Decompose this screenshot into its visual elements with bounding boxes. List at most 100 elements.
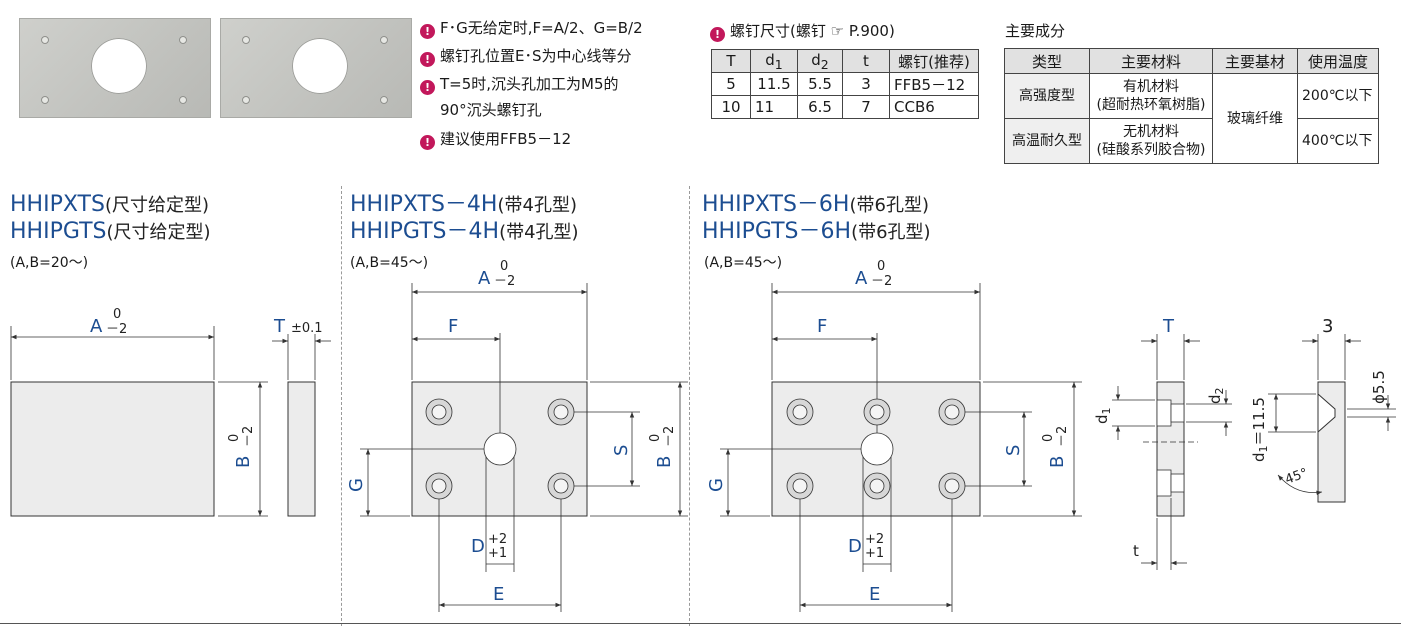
d1-eq: ＝11.5 [1250, 397, 1268, 445]
d1-sub: 1 [1257, 445, 1270, 452]
photo-screw-hole [380, 96, 388, 104]
tol-label: +1 [865, 546, 884, 561]
cell-line: (硅酸系列胶合物) [1096, 142, 1206, 158]
note-text: F･G无给定时,F=A/2、G=B/2 [440, 19, 643, 37]
table-header: 螺钉(推荐) [889, 49, 979, 73]
dim-a-label: A [90, 316, 103, 337]
table-header: 类型 [1004, 48, 1090, 74]
d2-text: d [1206, 394, 1224, 404]
title-text: HHIPGTS－6H [702, 219, 852, 244]
table-header: 使用温度 [1297, 48, 1379, 74]
note-1: ! F･G无给定时,F=A/2、G=B/2 [420, 16, 643, 40]
title-line: HHIPGTS－6H(带6孔型) [702, 219, 931, 246]
header-text: d [811, 50, 821, 69]
dim-e-label: E [493, 584, 504, 605]
table-cell: 5 [711, 72, 751, 96]
tol-label: －2 [241, 426, 256, 447]
d1-text: d [1250, 452, 1268, 462]
dim-e-label: E [869, 584, 880, 605]
note-3: !T=5时,沉头孔加工为M5的 [420, 72, 619, 96]
section-1-range: (A,B=20～) [10, 255, 89, 271]
photo-center-hole [91, 38, 147, 94]
table-cell: 高强度型 [1004, 73, 1090, 119]
note-5: !建议使用FFB5－12 [420, 127, 571, 151]
title-text: HHIPXTS [10, 192, 105, 217]
tol-label: －2 [106, 322, 127, 337]
tol-label: －2 [494, 274, 515, 289]
photo-screw-hole [380, 36, 388, 44]
table-cell: 11 [750, 95, 798, 119]
dim-a-label: A [855, 268, 868, 289]
photo-screw-hole [179, 96, 187, 104]
dim-angle-label: 45° [1283, 466, 1310, 488]
tol-label: +2 [488, 532, 507, 547]
table-cell: 玻璃纤维 [1212, 73, 1298, 164]
table-row: 高强度型 有机材料(超耐热环氧树脂) 玻璃纤维 200℃以下 [1004, 73, 1379, 164]
table-cell: 6.5 [797, 95, 843, 119]
dim-a-label: A [478, 268, 491, 289]
note-text: 螺钉孔位置E･S为中心线等分 [440, 47, 632, 65]
table-cell: 400℃以下 [1297, 118, 1379, 164]
tol-label: 0 [877, 259, 885, 274]
product-photo-1 [19, 18, 211, 118]
table-header: d1 [750, 49, 798, 73]
tol-label: －2 [662, 426, 677, 447]
materials-table: 类型 主要材料 主要基材 使用温度 高强度型 有机材料(超耐热环氧树脂) 玻璃纤… [1004, 48, 1379, 164]
table-header: t [842, 49, 890, 73]
title-sub: (带6孔型) [849, 195, 929, 216]
title-sub: (带4孔型) [499, 222, 579, 243]
tol-label: 0 [648, 434, 663, 442]
title-line: HHIPGTS(尺寸给定型) [10, 219, 211, 246]
dim-g-label: G [706, 478, 727, 492]
section-2-range: (A,B=45～) [350, 255, 429, 271]
info-icon: ! [420, 80, 435, 95]
screw-heading-text: 螺钉尺寸(螺钉 ☞ P.900) [730, 22, 895, 40]
header-sub: 1 [774, 56, 783, 72]
info-icon: ! [420, 24, 435, 39]
section-divider [689, 186, 690, 626]
materials-heading: 主要成分 [1005, 22, 1066, 40]
dim-d2-label: d2 [1206, 387, 1226, 404]
table-cell: 3 [842, 72, 890, 96]
tol-label: +2 [865, 532, 884, 547]
table-cell: 有机材料(超耐热环氧树脂) [1089, 73, 1213, 119]
photo-screw-hole [242, 96, 250, 104]
dim-f-label: F [448, 316, 458, 337]
section-3-title: HHIPXTS－6H(带6孔型) HHIPGTS－6H(带6孔型) [702, 192, 931, 246]
table-row: 5 11.5 5.5 3 FFB5－12 [711, 72, 979, 96]
tol-label: ±0.1 [291, 321, 323, 336]
section-divider [341, 186, 342, 626]
bottom-border [0, 623, 1401, 624]
cell-line: 无机材料 [1123, 124, 1179, 140]
photo-center-hole [292, 38, 348, 94]
title-sub: (尺寸给定型) [106, 222, 211, 243]
tol-label: +1 [488, 546, 507, 561]
dim-d-label: D [848, 536, 862, 557]
tol-label: －2 [1055, 426, 1070, 447]
dim-d1-label: d1 [1093, 407, 1113, 424]
info-icon: ! [420, 52, 435, 67]
header-sub: 2 [820, 56, 829, 72]
screw-heading: ! 螺钉尺寸(螺钉 ☞ P.900) [710, 20, 895, 42]
title-line: HHIPXTS(尺寸给定型) [10, 192, 211, 219]
tol-label: 0 [113, 307, 121, 322]
table-cell: CCB6 [889, 95, 979, 119]
dim-b-label: B [233, 456, 254, 468]
screw-table: T d1 d2 t 螺钉(推荐) 5 11.5 5.5 3 FFB5－12 10… [711, 49, 979, 119]
table-header: T [711, 49, 751, 73]
note-text: 90°沉头螺钉孔 [440, 101, 542, 119]
title-text: HHIPXTS－6H [702, 192, 850, 217]
dim-3-label: 3 [1322, 316, 1333, 337]
dim-g-label: G [346, 478, 367, 492]
dim-t-label: T [1162, 316, 1175, 337]
table-cell: 无机材料 (硅酸系列胶合物) [1089, 118, 1213, 164]
table-row: 10 11 6.5 7 CCB6 [711, 95, 979, 119]
title-text: HHIPGTS [10, 219, 107, 244]
dim-t-label: T [273, 316, 286, 337]
header-text: d [765, 50, 775, 69]
info-icon: ! [710, 27, 725, 42]
section-2-title: HHIPXTS－4H(带4孔型) HHIPGTS－4H(带4孔型) [350, 192, 579, 246]
dim-small-t-label: t [1133, 542, 1139, 560]
d1-sub: 1 [1100, 407, 1113, 414]
